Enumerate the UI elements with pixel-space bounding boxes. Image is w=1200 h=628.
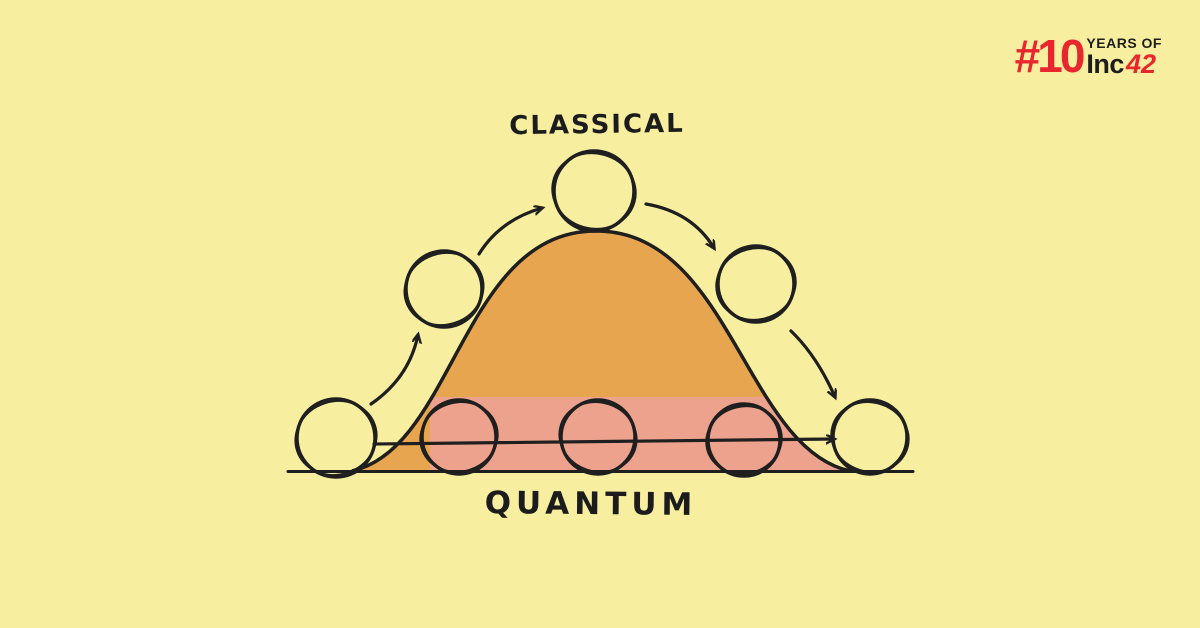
- quantum-path-arrow: [372, 439, 834, 446]
- sketch-stroke: [705, 405, 783, 475]
- logo-42-text: 42: [1125, 49, 1156, 79]
- logo-inc-text: Inc: [1086, 49, 1124, 79]
- classical-label: CLASSICAL: [509, 108, 685, 142]
- classical-arrow-up-1: [369, 335, 418, 406]
- classical-ball-left: [403, 249, 485, 329]
- sketch-stroke: [830, 401, 910, 473]
- quantum-ball-1: [419, 398, 499, 476]
- inc42-10-years-logo: #10 YEARS OF Inc 42: [1014, 30, 1162, 82]
- sketch-stroke: [558, 401, 638, 473]
- logo-text-column: YEARS OF Inc 42: [1086, 35, 1162, 79]
- sketch-stroke: [419, 401, 499, 473]
- classical-arrow-down-2: [789, 329, 835, 397]
- sketch-stroke: [294, 400, 378, 476]
- sketch-stroke: [403, 251, 485, 327]
- logo-brand-row: Inc 42: [1086, 49, 1162, 79]
- quantum-ball-2: [558, 398, 638, 476]
- logo-number-10: #10: [1014, 30, 1086, 82]
- logo-years-of-text: YEARS OF: [1086, 35, 1162, 51]
- sketch-stroke: [715, 247, 797, 321]
- classical-ball-right: [715, 244, 797, 324]
- start-ball: [294, 397, 378, 479]
- classical-arrow-up-2: [477, 208, 542, 256]
- sketch-stroke: [551, 152, 637, 230]
- quantum-label: QUANTUM: [484, 485, 698, 523]
- classical-ball-top: [551, 149, 637, 233]
- classical-arrow-down-1: [644, 202, 714, 248]
